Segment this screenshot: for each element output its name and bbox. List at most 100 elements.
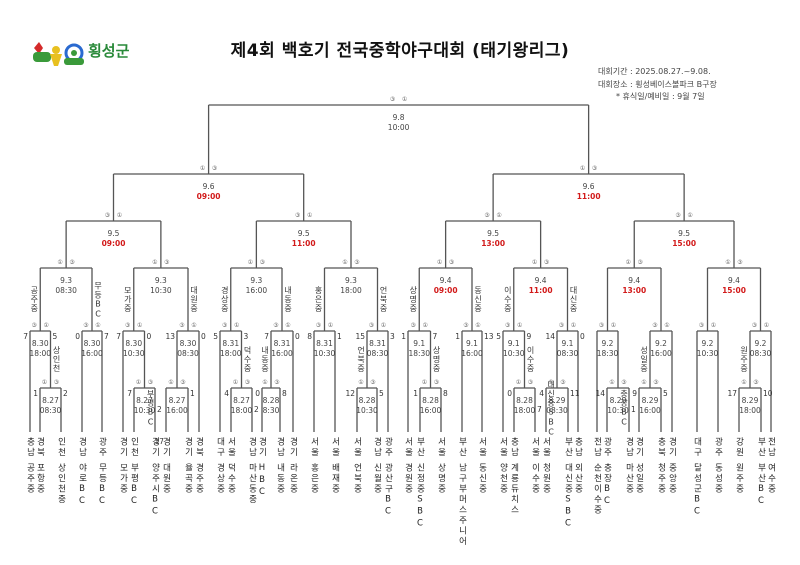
match-date: 9.5 [298, 229, 310, 238]
seed-mark: ① [42, 379, 47, 386]
score-left: 0 [507, 389, 512, 398]
seed-mark: ① [626, 259, 631, 266]
score-left: 4 [224, 389, 229, 398]
seed-mark: ③ [212, 165, 217, 172]
seed-mark: ① [580, 165, 585, 172]
team-name: 경원중 [403, 462, 413, 494]
match-date: 8.28 [359, 396, 376, 405]
winner-label: 내동중 [261, 346, 270, 373]
match-time: 13:00 [481, 239, 505, 248]
seed-mark: ① [725, 259, 730, 266]
winner-label: 이수중 [503, 285, 512, 313]
seed-mark: ③ [148, 379, 153, 386]
match-time: 18:00 [220, 349, 242, 358]
match-date: 8.29 [549, 396, 566, 405]
team-name: 여수중 [766, 462, 776, 494]
seed-mark: ① [137, 322, 142, 329]
team-region: 경남 [624, 436, 634, 458]
logo-emblem-icon [33, 42, 84, 66]
winner-label: 대신중 [569, 286, 578, 313]
score-left: 7 [264, 332, 269, 341]
team-name: 청주중 [656, 463, 666, 495]
winner-label: 상명중 [432, 345, 441, 373]
seed-mark: ③ [559, 322, 564, 329]
team-name: 중앙중 [667, 463, 677, 495]
winner-label: 모가중 [123, 286, 132, 313]
seed-mark: ③ [653, 379, 658, 386]
score-left: 17 [727, 389, 737, 398]
match-date: 9.1 [508, 339, 520, 348]
match-date: 8.29 [610, 396, 627, 405]
tournament-period: 대회기간 : 2025.08.27.~9.08. [598, 67, 711, 76]
team-region: 부산 [415, 437, 425, 458]
team-name: 상인천중 [56, 462, 66, 505]
team-name: 충장BC [602, 463, 612, 508]
team-name: 동신중 [477, 463, 487, 495]
team-region: 대구 [215, 437, 225, 458]
seed-mark: ① [437, 259, 442, 266]
score-right: 0 [201, 332, 206, 341]
winner-label: 언북중 [379, 285, 388, 313]
seed-mark: ③ [245, 379, 250, 386]
seed-mark: ① [764, 322, 769, 329]
match-date: 9.4 [628, 276, 640, 285]
match-date: 9.3 [250, 276, 262, 285]
match-time: 18:30 [408, 349, 430, 358]
team-region: 경기 [118, 436, 128, 458]
match-time: 13:00 [622, 286, 646, 295]
match-time: 16:00 [246, 286, 268, 295]
score-right: 7 [537, 405, 542, 414]
match-time: 15:00 [672, 239, 696, 248]
team-region: 경기 [150, 436, 160, 458]
match-date: 8.28 [516, 396, 533, 405]
seed-mark: ① [516, 379, 521, 386]
team-region: 경남 [77, 436, 87, 458]
winner-label: 원주중 [740, 346, 749, 373]
team-name: 모가중 [118, 463, 128, 495]
match-date: 9.5 [678, 229, 690, 238]
team-name: 달성군BC [692, 462, 702, 518]
seed-mark: ① [532, 259, 537, 266]
winner-label: 내동중 [284, 286, 293, 313]
seed-mark: ① [741, 379, 746, 386]
score-left: 14 [545, 332, 555, 341]
team-name: 양천중 [498, 462, 508, 494]
match-time: 8:30 [263, 406, 280, 415]
score-left: 7 [127, 389, 132, 398]
match-time: 10:30 [314, 349, 336, 358]
match-date: 8.27 [169, 396, 186, 405]
team-name: 부평BC [129, 463, 139, 508]
seed-mark: ③ [675, 212, 680, 219]
score-left: 15 [355, 332, 365, 341]
match-date: 9.1 [466, 339, 478, 348]
team-name: 남구부머스주니어 [457, 463, 467, 547]
score-right: 1 [337, 332, 342, 341]
match-time: 15:00 [722, 286, 746, 295]
winner-label: 성일중 [640, 346, 649, 373]
seed-mark: ③ [222, 322, 227, 329]
team-region: 대구 [692, 437, 702, 458]
team-name: 라온중 [288, 463, 298, 495]
match-date: 8.28 [263, 396, 280, 405]
score-right: 0 [580, 332, 585, 341]
team-name: 공주중 [25, 463, 35, 495]
match-time: 16:00 [420, 406, 442, 415]
match-time: 18:00 [739, 406, 761, 415]
score-left: 7 [23, 332, 28, 341]
team-region: 서울 [226, 437, 236, 458]
page-title: 제4회 백호기 전국중학야구대회 (태기왕리그) [230, 41, 570, 61]
seed-mark: ③ [638, 259, 643, 266]
match-date: 9.1 [562, 339, 574, 348]
team-region: 강원 [734, 436, 744, 458]
seed-mark: ③ [390, 96, 395, 103]
winner-label: 대신중SBC [547, 381, 556, 438]
seed-mark: ③ [484, 212, 489, 219]
seed-mark: ③ [83, 322, 88, 329]
match-time: 10:30 [356, 406, 378, 415]
team-region: 광주 [97, 436, 107, 458]
match-date: 8.29 [642, 396, 659, 405]
match-date: 9.1 [413, 339, 425, 348]
score-left: 8 [307, 332, 312, 341]
team-region: 광주 [713, 436, 723, 458]
match-date: 9.5 [487, 229, 499, 238]
